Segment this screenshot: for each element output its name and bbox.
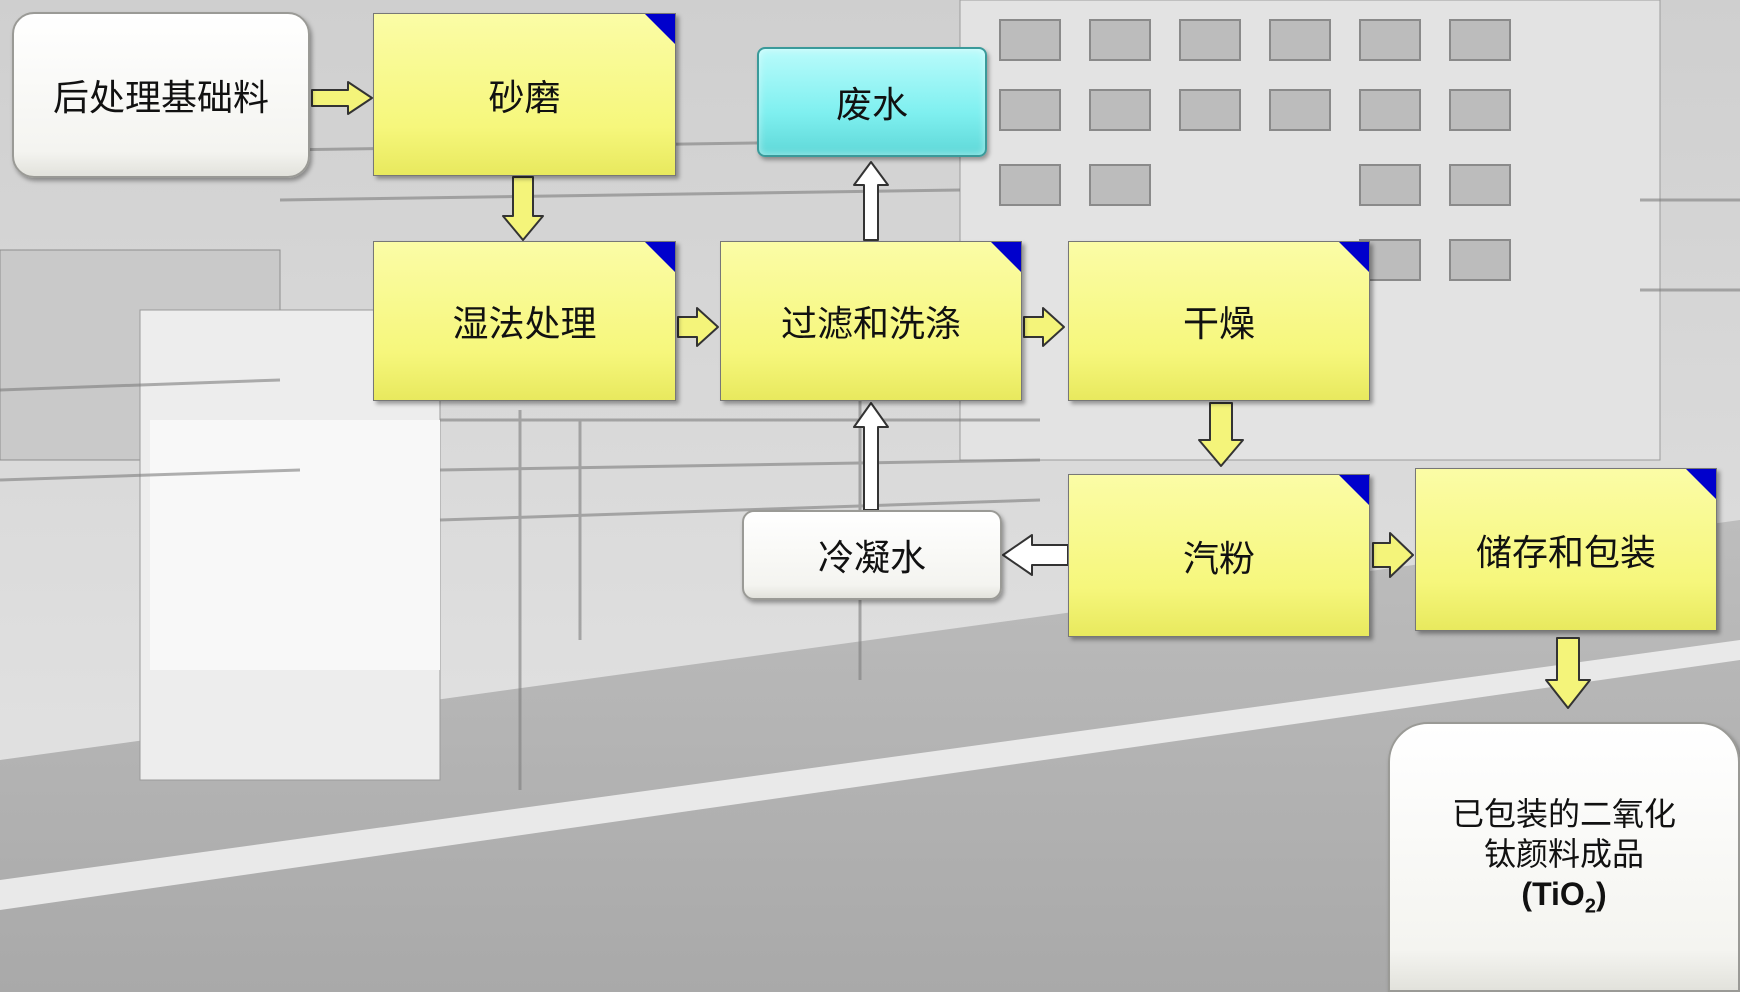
final-product-line1: 已包装的二氧化 [1451, 795, 1676, 834]
arrow-storage-to-final [1545, 637, 1591, 709]
arrow-steam-to-condensate [1002, 534, 1069, 576]
base-material-label: 后处理基础料 [52, 78, 269, 119]
wet-treatment-node: 湿法处理 [373, 241, 676, 401]
filter-wash-label: 过滤和洗涤 [780, 304, 961, 345]
corner-marker [645, 14, 675, 44]
steam-mill-label: 汽粉 [1182, 538, 1255, 580]
drying-label: 干燥 [1182, 304, 1255, 345]
milling-label: 砂磨 [488, 77, 561, 119]
corner-marker [1686, 469, 1716, 499]
milling-node: 砂磨 [373, 13, 676, 176]
condensate-label: 冷凝水 [817, 538, 926, 579]
corner-marker [991, 242, 1021, 272]
base-material-node: 后处理基础料 [12, 12, 310, 178]
arrow-filter-to-drying [1023, 307, 1065, 347]
storage-packaging-label: 储存和包装 [1475, 532, 1656, 574]
condensate-node: 冷凝水 [742, 510, 1002, 600]
wet-treatment-label: 湿法处理 [452, 304, 597, 345]
arrow-drying-to-steam [1198, 402, 1244, 467]
arrow-base-to-milling [311, 81, 373, 115]
formula-subscript: 2 [1584, 895, 1596, 918]
drying-node: 干燥 [1068, 241, 1370, 401]
arrow-steam-to-storage [1372, 532, 1414, 578]
corner-marker [645, 242, 675, 272]
final-product-formula: (TiO2) [1521, 874, 1606, 919]
arrow-filter-to-wastewater [853, 161, 889, 241]
final-product-line2: 钛颜料成品 [1483, 835, 1644, 874]
filter-wash-node: 过滤和洗涤 [720, 241, 1022, 401]
storage-packaging-node: 储存和包装 [1415, 468, 1717, 631]
arrow-condensate-to-filter [853, 402, 889, 511]
corner-marker [1339, 475, 1369, 505]
wastewater-node: 废水 [757, 47, 987, 157]
arrow-wet-to-filter [677, 307, 719, 347]
steam-mill-node: 汽粉 [1068, 474, 1370, 637]
arrow-milling-to-wet [502, 176, 544, 241]
final-product-node: 已包装的二氧化 钛颜料成品 (TiO2) [1388, 722, 1740, 992]
corner-marker [1339, 242, 1369, 272]
formula-main: (TiO [1521, 876, 1585, 913]
formula-end: ) [1595, 876, 1607, 913]
wastewater-label: 废水 [835, 85, 908, 126]
